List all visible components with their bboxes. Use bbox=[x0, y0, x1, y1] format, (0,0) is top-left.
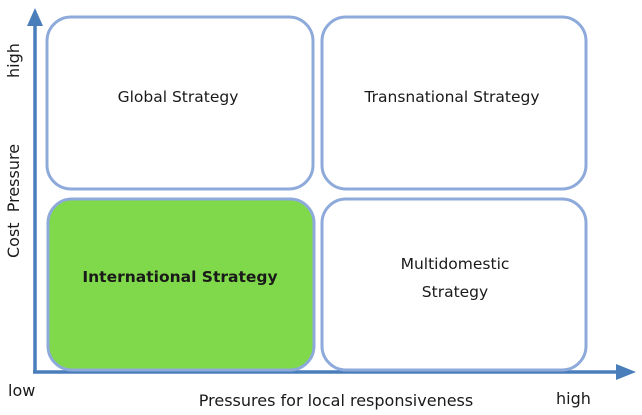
origin-low-label: low bbox=[8, 381, 35, 400]
quadrant-bottom-right-box bbox=[320, 197, 588, 372]
quadrant-top-left-box bbox=[45, 15, 315, 191]
x-axis-title: Pressures for local responsiveness bbox=[199, 391, 473, 410]
quadrant-top-right: Transnational Strategy bbox=[320, 15, 588, 191]
axes bbox=[27, 8, 636, 380]
y-axis-high-label: high bbox=[4, 43, 23, 78]
y-axis-title: Cost Pressure bbox=[4, 144, 23, 258]
x-axis-arrow-icon bbox=[616, 364, 636, 380]
x-axis-high-label: high bbox=[556, 389, 591, 408]
quadrant-bottom-right-label-line1: Multidomestic bbox=[401, 255, 510, 273]
quadrant-bottom-right-label-line2: Strategy bbox=[422, 283, 488, 301]
quadrant-bottom-left-label: International Strategy bbox=[82, 268, 277, 286]
quadrant-top-left-label: Global Strategy bbox=[118, 88, 239, 106]
quadrant-bottom-left: International Strategy bbox=[46, 197, 316, 372]
quadrant-bottom-right: Multidomestic Strategy bbox=[320, 197, 588, 372]
y-axis-arrow-icon bbox=[27, 8, 43, 26]
quadrant-top-right-box bbox=[320, 15, 588, 191]
quadrant-bottom-left-box bbox=[46, 197, 316, 372]
quadrant-top-left: Global Strategy bbox=[45, 15, 315, 191]
quadrant-top-right-label: Transnational Strategy bbox=[363, 88, 539, 106]
